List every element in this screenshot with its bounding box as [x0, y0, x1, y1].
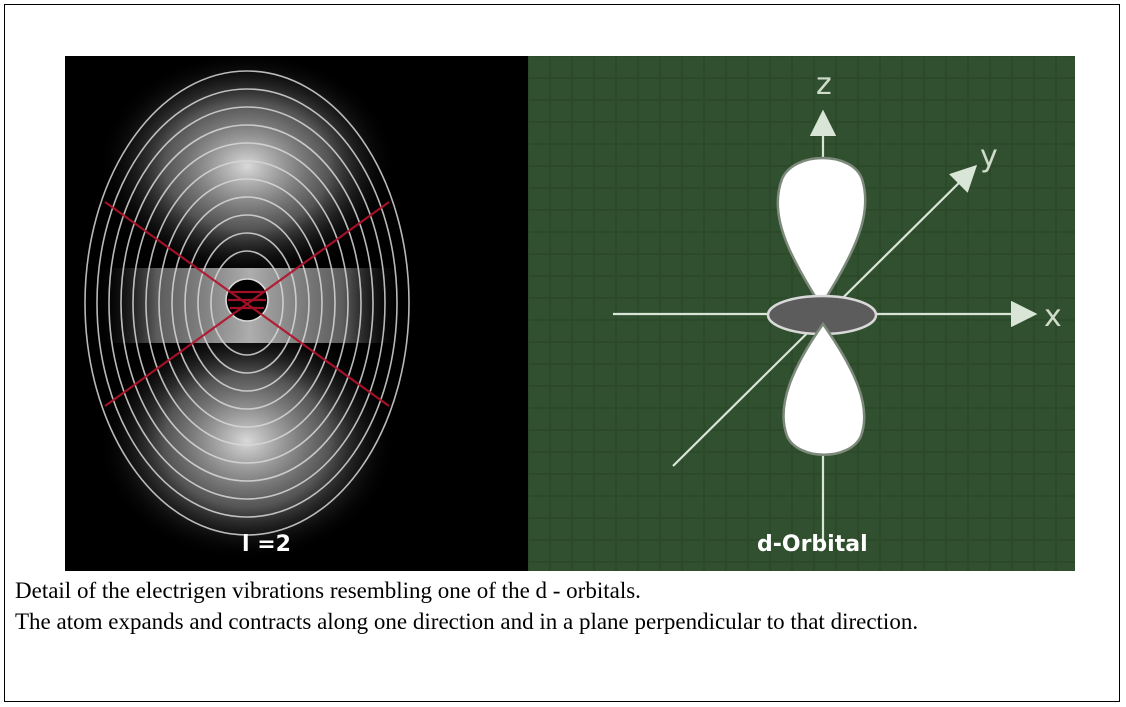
z-axis-label: z [816, 67, 832, 102]
document-frame: l =2 [4, 4, 1120, 702]
d-orbital-diagram: z y x [528, 56, 1075, 571]
x-axis-label: x [1044, 299, 1062, 334]
caption-line-1: Detail of the electrigen vibrations rese… [15, 578, 641, 603]
d-orbital-panel: z y x d-Orbital [528, 56, 1075, 571]
vibration-pattern-image [84, 56, 410, 561]
orbital-label: d-Orbital [757, 532, 868, 557]
y-axis-label: y [980, 139, 998, 174]
caption-line-2: The atom expands and contracts along one… [15, 609, 919, 634]
upper-lobe [776, 156, 867, 309]
figure: l =2 [65, 56, 1075, 571]
vibration-pattern-panel: l =2 [65, 56, 528, 571]
figure-caption: Detail of the electrigen vibrations rese… [15, 575, 1105, 637]
lower-lobe [782, 321, 866, 456]
quantum-number-label: l =2 [242, 532, 291, 557]
